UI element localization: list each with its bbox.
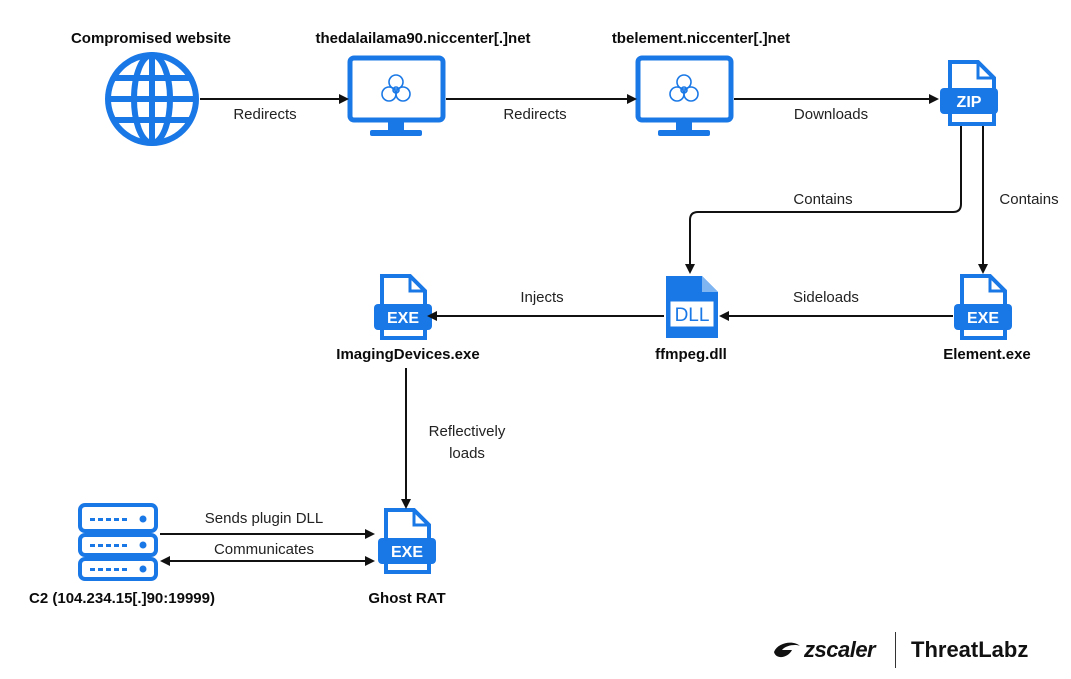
dll-badge: DLL [675,305,710,326]
node-label-element-exe: Element.exe [943,346,1031,363]
edge-label-communicates: Communicates [213,541,315,558]
exe-badge: EXE [391,544,423,561]
node-label-c2: C2 (104.234.15[.]90:19999) [29,590,215,607]
zip-badge: ZIP [957,94,982,111]
brand-zscaler: zscaler [772,630,876,670]
exe-file-icon: EXE [378,508,436,574]
node-label-imaging-exe: ImagingDevices.exe [336,346,480,363]
edge-label-injects: Injects [520,289,564,306]
globe-icon [105,52,199,146]
exe-badge: EXE [387,310,419,327]
edge-label-downloads: Downloads [793,106,869,123]
exe-badge: EXE [967,310,999,327]
node-label-ffmpeg-dll: ffmpeg.dll [655,346,727,363]
exe-file-icon: EXE [954,274,1012,340]
zip-file-icon: ZIP [940,60,998,126]
zscaler-logo-icon [774,642,800,658]
brand-divider [895,632,896,668]
edge-label-redirects-2: Redirects [503,106,567,123]
node-label-redirect1: thedalailama90.niccenter[.]net [315,30,531,47]
edge-label-reflectively-line2: loads [449,445,485,462]
monitor-biohazard-icon [347,55,446,136]
edge-label-contains-left: Contains [793,191,853,208]
brand-threatlabz-label: ThreatLabz [911,637,1029,662]
dll-file-icon: DLL [666,276,718,338]
edge-label-contains-right: Contains [999,191,1059,208]
server-icon [78,503,158,581]
brand-threatlabz: ThreatLabz [911,630,1028,670]
node-label-redirect2: tbelement.niccenter[.]net [611,30,791,47]
edge-label-reflectively-line1: Reflectively [428,423,506,440]
exe-file-icon: EXE [374,274,432,340]
monitor-biohazard-icon [635,55,734,136]
node-label-ghost-rat: Ghost RAT [368,590,446,607]
arrow-contains-left [685,126,962,274]
edge-label-sideloads: Sideloads [793,289,859,306]
edge-label-redirects-1: Redirects [233,106,297,123]
edge-label-reflectively-loads: Reflectively loads [429,421,506,465]
brand-zscaler-label: zscaler [804,637,876,662]
node-label-website: Compromised website [70,30,232,47]
edge-label-sends-plugin: Sends plugin DLL [204,510,324,527]
